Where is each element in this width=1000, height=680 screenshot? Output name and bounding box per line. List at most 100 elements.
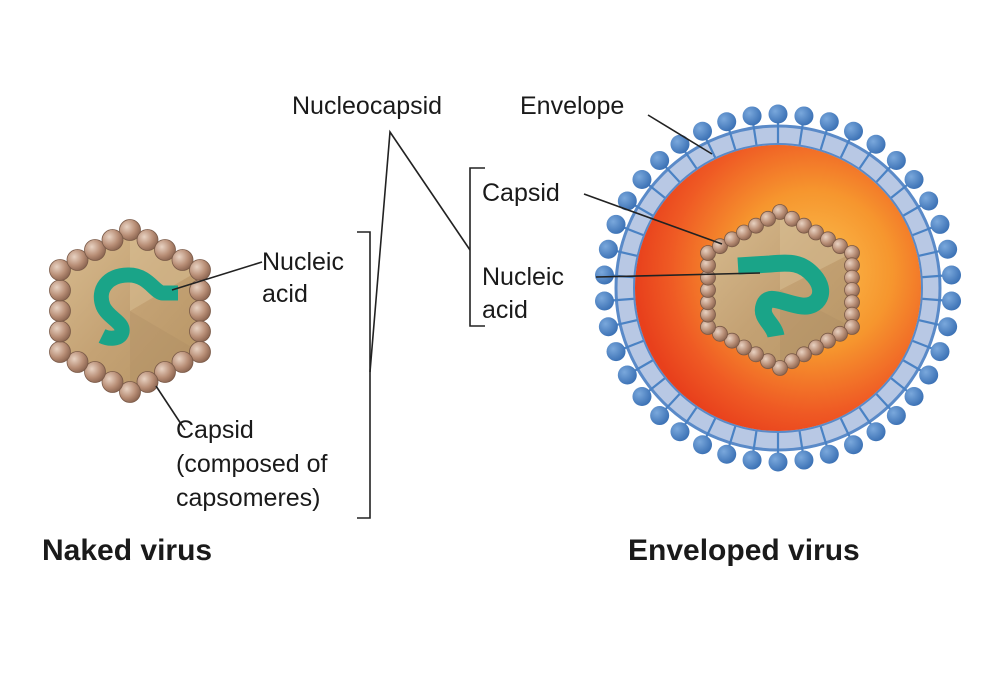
naked-capsid-label-line3: capsomeres): [176, 484, 321, 512]
enveloped-capsomere: [796, 217, 812, 234]
envelope-spike: [942, 291, 962, 311]
envelope-spike: [606, 342, 626, 362]
enveloped-capsomere-ring: [700, 204, 860, 376]
naked-capsomere: [189, 341, 211, 363]
envelope-spike: [742, 450, 762, 470]
naked-nucleic-acid-leader: [171, 261, 263, 291]
enveloped-capsomere: [748, 346, 764, 363]
envelope-spike: [717, 444, 737, 464]
naked-capsomere: [49, 259, 71, 281]
envelope-spike: [670, 134, 690, 154]
envelope-spike: [904, 170, 924, 190]
naked-capsomere: [189, 300, 211, 322]
envelope-spike: [930, 214, 950, 234]
naked-capsomere: [119, 381, 141, 403]
envelope-spike: [632, 386, 652, 406]
enveloped-virus-illustration: [594, 104, 962, 472]
naked-capsomere: [119, 219, 141, 241]
nucleocapsid-leader: [369, 129, 471, 373]
envelope-spike: [693, 121, 713, 141]
nucleocapsid-label: Nucleocapsid: [292, 92, 442, 120]
naked-capsomere-ring: [49, 219, 211, 403]
naked-capsomere: [189, 259, 211, 281]
enveloped-capsomere: [724, 231, 740, 248]
naked-capsomere: [136, 371, 159, 393]
envelope-leader: [647, 114, 713, 155]
envelope-spike: [617, 191, 637, 211]
naked-capsomere: [66, 249, 89, 271]
envelope-spike: [606, 214, 626, 234]
naked-nucleic-acid-icon: [93, 267, 178, 346]
envelope-spike: [886, 406, 906, 426]
enveloped-capsomere: [736, 224, 752, 241]
envelope-spike: [942, 265, 962, 285]
envelope-spike: [886, 150, 906, 170]
envelope-spike: [819, 444, 839, 464]
envelope-spike: [938, 239, 958, 259]
enveloped-capsomere: [832, 238, 848, 255]
envelope-spike: [768, 452, 788, 472]
env-nucleic-acid-label-line2: acid: [482, 296, 528, 324]
enveloped-capsomere: [736, 339, 752, 356]
enveloped-capsomere: [700, 245, 716, 261]
naked-capsomere: [154, 239, 176, 261]
naked-capsomere: [154, 361, 176, 383]
naked-capsomere: [171, 351, 194, 373]
envelope-spike: [717, 112, 737, 132]
envelope-spike: [617, 365, 637, 385]
envelope-spike: [650, 150, 670, 170]
env-nucleic-acid-label-line1: Nucleic: [482, 263, 564, 291]
leader-lines: [155, 114, 761, 519]
naked-nucleic-acid-label-line1: Nucleic: [262, 248, 344, 276]
envelope-spike: [650, 406, 670, 426]
envelope-spike: [794, 450, 814, 470]
enveloped-capsomere: [760, 210, 776, 227]
enveloped-capsomere: [808, 339, 824, 356]
naked-capsomere: [101, 371, 124, 393]
naked-nucleocapsid-bracket: [357, 231, 371, 519]
naked-capsomere: [84, 361, 106, 383]
naked-capsomere: [66, 351, 89, 373]
enveloped-capsomere: [760, 353, 776, 370]
naked-capsid-leader: [155, 385, 186, 431]
envelope-spike: [866, 422, 886, 442]
envelope-spike: [866, 134, 886, 154]
envelope-spike: [670, 422, 690, 442]
naked-nucleic-acid-label-line2: acid: [262, 280, 308, 308]
envelope-spike-ring: [594, 104, 962, 472]
naked-capsid-label-line1: Capsid: [176, 416, 254, 444]
envelope-spike: [598, 317, 618, 337]
enveloped-capsomere: [772, 204, 788, 220]
envelope-spike: [594, 265, 614, 285]
enveloped-capsomere: [748, 217, 764, 234]
envelope-spike: [598, 239, 618, 259]
naked-virus-title: Naked virus: [42, 534, 212, 567]
enveloped-nucleic-acid-icon: [737, 254, 830, 339]
envelope-inner-edge: [633, 143, 923, 433]
env-capsid-leader: [583, 193, 723, 245]
enveloped-nucleocapsid-bracket: [469, 167, 485, 327]
enveloped-capsomere: [712, 325, 728, 342]
env-nucleic-acid-leader: [595, 272, 761, 278]
envelope-spike: [919, 365, 939, 385]
enveloped-capsomere: [772, 360, 788, 376]
envelope-spike: [632, 170, 652, 190]
naked-virus-illustration: [49, 219, 211, 403]
enveloped-capsomere: [796, 346, 812, 363]
envelope-spike: [742, 106, 762, 126]
enveloped-capsomere: [808, 224, 824, 241]
envelope-spike: [768, 104, 788, 124]
naked-capsomere: [84, 239, 106, 261]
naked-capsomere: [49, 300, 71, 322]
naked-capsomere: [171, 249, 194, 271]
enveloped-capsomere: [820, 231, 836, 248]
envelope-label: Envelope: [520, 92, 624, 120]
env-capsid-label: Capsid: [482, 179, 560, 207]
enveloped-capsomere: [820, 332, 836, 349]
enveloped-capsomere: [832, 325, 848, 342]
envelope-spike: [843, 121, 863, 141]
envelope-spike: [938, 317, 958, 337]
envelope-spike: [919, 191, 939, 211]
envelope-spike: [904, 386, 924, 406]
envelope-spike: [594, 291, 614, 311]
